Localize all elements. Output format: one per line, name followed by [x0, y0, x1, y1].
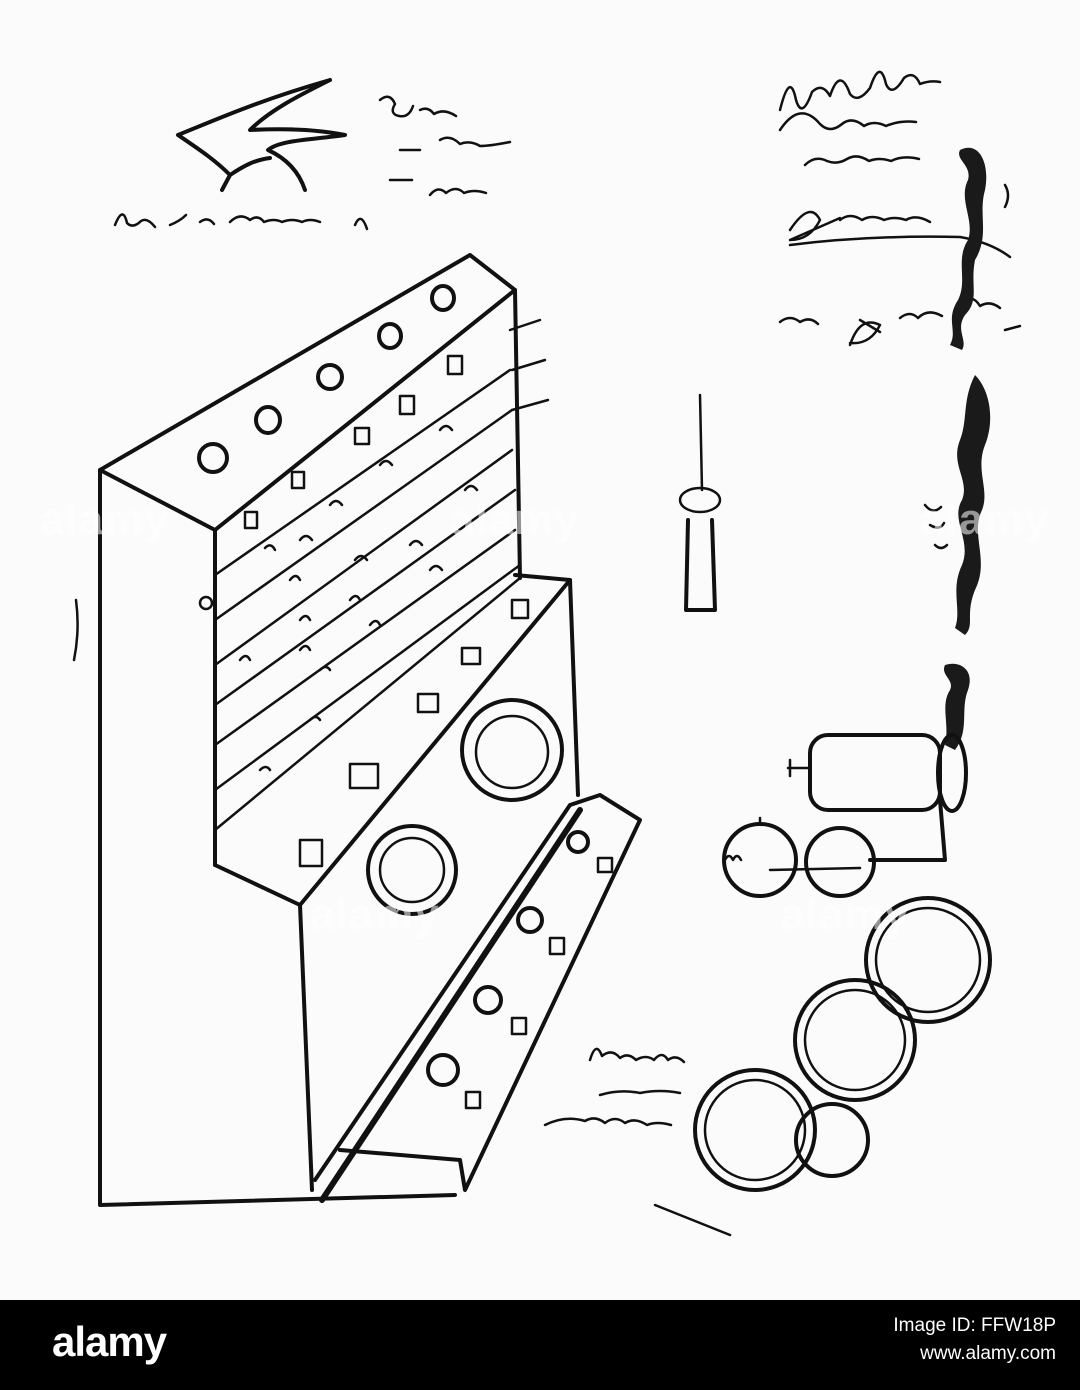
ink-blots-right — [923, 375, 991, 750]
image-info: Image ID: FFW18P www.alamy.com — [893, 1312, 1056, 1368]
stock-footer-bar: alamy Image ID: FFW18P www.alamy.com — [0, 1300, 1080, 1390]
image-id: Image ID: FFW18P — [893, 1315, 1056, 1336]
stylus-detail — [678, 393, 722, 612]
site-url[interactable]: www.alamy.com — [920, 1343, 1056, 1364]
cylinder-windows — [243, 354, 464, 530]
handwritten-note-bottom — [543, 1047, 686, 1127]
handwritten-note-top-right — [778, 70, 1022, 350]
front-panel — [313, 793, 642, 1203]
machine-body — [72, 253, 550, 1207]
alamy-logo[interactable]: alamy — [52, 1318, 167, 1365]
strip-marks — [198, 424, 479, 772]
handwritten-note-top-left — [113, 78, 512, 231]
gear-mechanism — [722, 733, 968, 898]
drawing-sheet: alamy alamy alamy alamy alamy — [72, 70, 1022, 1237]
calculating-machine-sketch — [72, 70, 1022, 1237]
cylinder-holes-top — [197, 284, 456, 474]
gear-rings — [653, 896, 992, 1237]
middle-dial-section — [213, 573, 580, 1192]
